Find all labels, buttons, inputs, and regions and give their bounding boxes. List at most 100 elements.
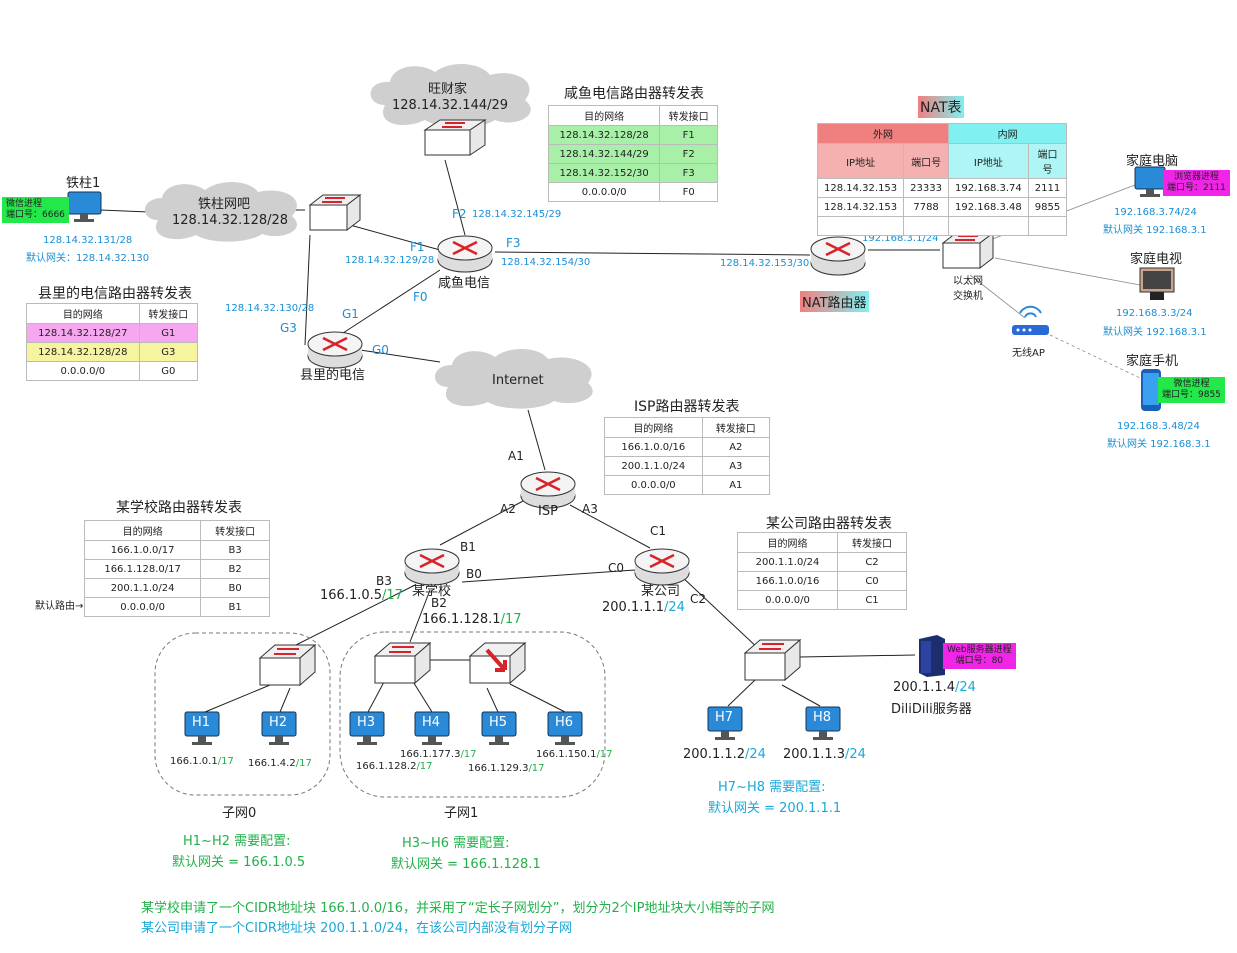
nat-cell: 7788 <box>903 197 949 217</box>
host-address: 166.1.4.2/17 <box>248 758 312 769</box>
host-name: H3 <box>357 715 376 730</box>
nat-cell <box>1027 216 1068 236</box>
link-internet-isp <box>527 409 546 471</box>
table-cell: G1 <box>138 323 199 343</box>
iface-c0: C0 <box>608 561 625 575</box>
host-home-pc-name: 家庭电脑 <box>1126 154 1179 169</box>
computer-icon <box>184 711 220 745</box>
table-header-row: 目的网络转发接口 <box>604 417 771 438</box>
subnet0-name: 子网0 <box>222 806 257 821</box>
host-ip: 166.1.4.2 <box>248 758 296 769</box>
nat-row: 128.14.32.153 7788 192.168.3.48 9855 <box>816 197 1068 217</box>
host-home-phone-name: 家庭手机 <box>1126 354 1179 369</box>
home-pc-port: 端口号：2111 <box>1167 183 1226 193</box>
router-company <box>634 548 690 586</box>
nat-cell <box>903 216 949 236</box>
table-cell: F3 <box>659 163 718 183</box>
note-school: 某学校申请了一个CIDR地址块 166.1.0.0/16，并采用了“定长子网划分… <box>141 901 775 916</box>
iface-f0: F0 <box>413 290 428 304</box>
school-b2-ip: 166.1.128.1 <box>422 612 501 627</box>
router-nat-name: NAT路由器 <box>800 291 869 312</box>
computer-icon <box>414 711 450 745</box>
school-b3-address: 166.1.0.5/17 <box>320 588 403 603</box>
table-cell: 166.1.128.0/17 <box>83 559 202 579</box>
computer-icon <box>1134 166 1166 197</box>
table-cell: 128.14.32.152/30 <box>547 163 661 183</box>
nat-header-wan-ip: IP地址 <box>816 143 905 179</box>
link-isp-school <box>439 499 526 546</box>
table-cell: C0 <box>837 571 907 591</box>
company-c2-ip: 200.1.1.1 <box>602 600 665 615</box>
company-table-title: 某公司路由器转发表 <box>766 516 892 532</box>
wireless-ap-icon <box>1012 305 1049 335</box>
table-cell: C2 <box>837 552 907 572</box>
web-server-ip: 200.1.1.4 <box>893 680 956 695</box>
cloud-wangcaijia <box>370 64 531 128</box>
server-icon <box>919 635 945 677</box>
isp-table-title: ISP路由器转发表 <box>634 399 740 415</box>
table-cell: 0.0.0.0/0 <box>26 361 140 381</box>
link-sw2-h6 <box>509 683 566 713</box>
ethernet-switch-label-line2: 交换机 <box>953 291 983 302</box>
table-cell: C1 <box>837 590 907 610</box>
computer-icon <box>261 711 297 745</box>
company-config-title: H7~H8 需要配置: <box>718 780 826 795</box>
table-cell: 200.1.1.0/24 <box>604 456 703 476</box>
table-header-row: 目的网络转发接口 <box>26 303 199 324</box>
table-cell: G0 <box>138 361 199 381</box>
host-address: 200.1.1.3/24 <box>783 747 866 762</box>
router-isp <box>520 471 576 509</box>
computer-icon <box>67 191 102 222</box>
host-name: H7 <box>715 710 734 725</box>
nat-table-title: NAT表 <box>918 96 964 118</box>
router-school <box>404 548 460 586</box>
table-cell: 128.14.32.144/29 <box>547 144 661 164</box>
switch-company <box>743 638 802 682</box>
switch-subnet1-b <box>468 641 527 685</box>
table-cell: F1 <box>659 125 718 145</box>
nat-lan-ip: 192.168.3.1/24 <box>862 233 939 244</box>
school-b3-mask: /17 <box>382 588 403 603</box>
column-header: 目的网络 <box>26 303 140 324</box>
iface-f3: F3 <box>506 236 521 250</box>
home-phone-gateway: 默认网关 192.168.3.1 <box>1107 439 1211 450</box>
tiezhu1-process: 微信进程 <box>6 199 43 209</box>
company-config-gateway: 默认网关 = 200.1.1.1 <box>708 801 842 816</box>
nat-header-wan-port: 端口号 <box>903 143 949 179</box>
iface-a2: A2 <box>500 502 516 516</box>
link-county-internet <box>359 349 441 363</box>
table-cell: F2 <box>659 144 718 164</box>
host-address: 166.1.0.1/17 <box>170 756 234 767</box>
host-h3: H3 <box>348 710 386 754</box>
iface-g0: G0 <box>372 343 389 357</box>
link-wangcai-xianyu <box>444 159 466 236</box>
link-eth-ap <box>969 274 1026 319</box>
iface-b2: B2 <box>431 596 447 610</box>
wireless-ap-name: 无线AP <box>1012 348 1045 359</box>
table-cell: G3 <box>138 342 199 362</box>
host-mask: /17 <box>528 763 545 774</box>
host-address: 166.1.177.3/17 <box>400 749 477 760</box>
iface-b0: B0 <box>466 567 482 581</box>
link-sw0-h2 <box>279 687 291 713</box>
ethernet-switch <box>941 231 995 270</box>
host-name: H8 <box>813 710 832 725</box>
switch-subnet0 <box>258 643 317 687</box>
school-table-title: 某学校路由器转发表 <box>116 500 242 516</box>
table-cell: 0.0.0.0/0 <box>737 590 838 610</box>
link-school-subnet0 <box>289 584 416 649</box>
link-netbarswitch-county <box>304 234 311 346</box>
host-ip: 166.1.0.1 <box>170 756 218 767</box>
link-sw3-h7 <box>727 679 756 707</box>
router-company-name: 某公司 <box>641 584 681 599</box>
column-header: 目的网络 <box>737 532 838 553</box>
host-name: H5 <box>489 715 508 730</box>
nat-cell <box>947 216 1029 236</box>
